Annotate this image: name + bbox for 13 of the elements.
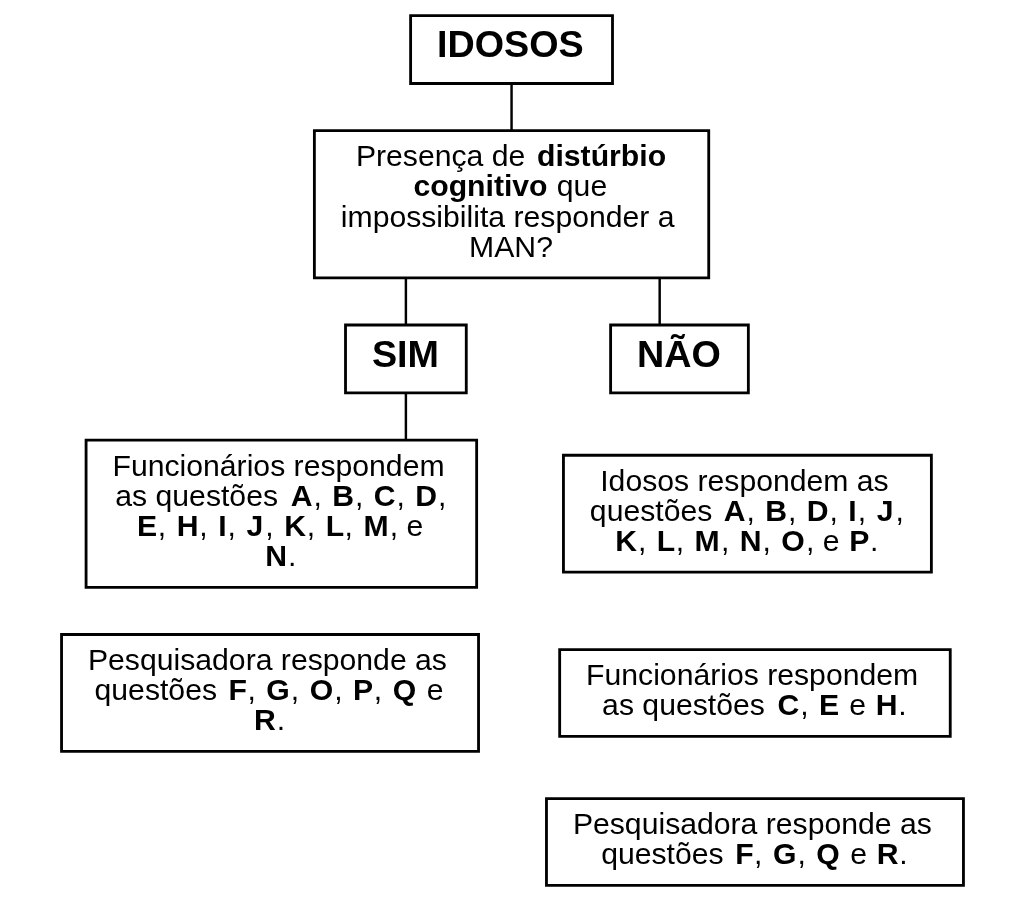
connector (657, 278, 661, 325)
node-box: Pesquisadora responde as questões F, G, Q e R. (544, 797, 965, 887)
node-box: Funcionários respondem as questões C, E e H. (557, 648, 952, 738)
node-box: Idosos respondem as questões A, B, D, I, J, K, L, M, N, O, e P. (561, 453, 933, 574)
node-box: Funcionários respondem as questões A, B, C, D, E, H, I, J, K, L, M, e N. (84, 438, 478, 589)
node-box: NÃO (608, 323, 750, 395)
node-box: SIM (343, 323, 468, 395)
connector (404, 393, 407, 440)
connector (404, 278, 407, 325)
node-box: Presença de distúrbio cognitivo que impossibilita responder a MAN? (312, 129, 710, 280)
node-box: Pesquisadora responde as questões F, G, O, P, Q e R. (59, 633, 480, 753)
node-box: IDOSOS (408, 14, 614, 85)
connector (509, 83, 513, 131)
